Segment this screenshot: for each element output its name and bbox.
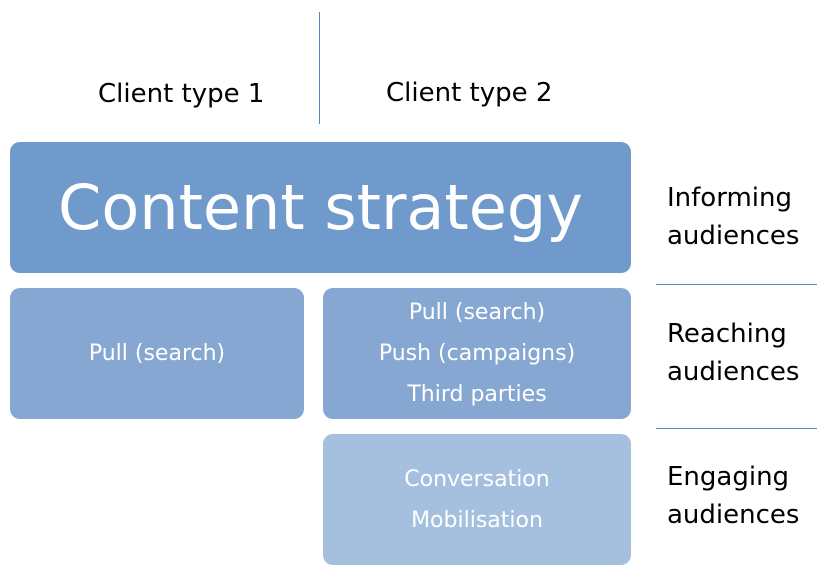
engaging-client2-item: Conversation <box>404 466 550 492</box>
row-label-engaging-line2: audiences <box>667 500 800 530</box>
row-divider-1 <box>656 284 817 285</box>
content-strategy-label: Content strategy <box>58 170 583 244</box>
reaching-client2-item: Third parties <box>407 382 547 407</box>
row-label-reaching-line2: audiences <box>667 357 800 387</box>
row-label-engaging: Engaging audiences <box>667 458 817 534</box>
column-divider <box>319 12 320 124</box>
engaging-client2-item: Mobilisation <box>411 507 543 533</box>
reaching-client1-box: Pull (search) <box>10 288 304 419</box>
row-label-reaching: Reaching audiences <box>667 315 817 391</box>
row-label-informing-line2: audiences <box>667 221 800 251</box>
reaching-client2-item: Push (campaigns) <box>378 341 576 366</box>
column-header-client-type-2: Client type 2 <box>386 78 553 108</box>
row-label-engaging-line1: Engaging <box>667 462 790 492</box>
row-label-informing: Informing audiences <box>667 179 817 255</box>
reaching-client1-item: Pull (search) <box>88 341 226 366</box>
engaging-client2-box: Conversation Mobilisation <box>323 434 631 565</box>
reaching-client2-item: Pull (search) <box>408 300 546 325</box>
row-label-informing-line1: Informing <box>667 183 792 213</box>
column-header-client-type-1: Client type 1 <box>98 79 265 109</box>
row-label-reaching-line1: Reaching <box>667 319 787 349</box>
row-divider-2 <box>656 428 817 429</box>
reaching-client2-box: Pull (search) Push (campaigns) Third par… <box>323 288 631 419</box>
content-strategy-box: Content strategy <box>10 142 631 273</box>
